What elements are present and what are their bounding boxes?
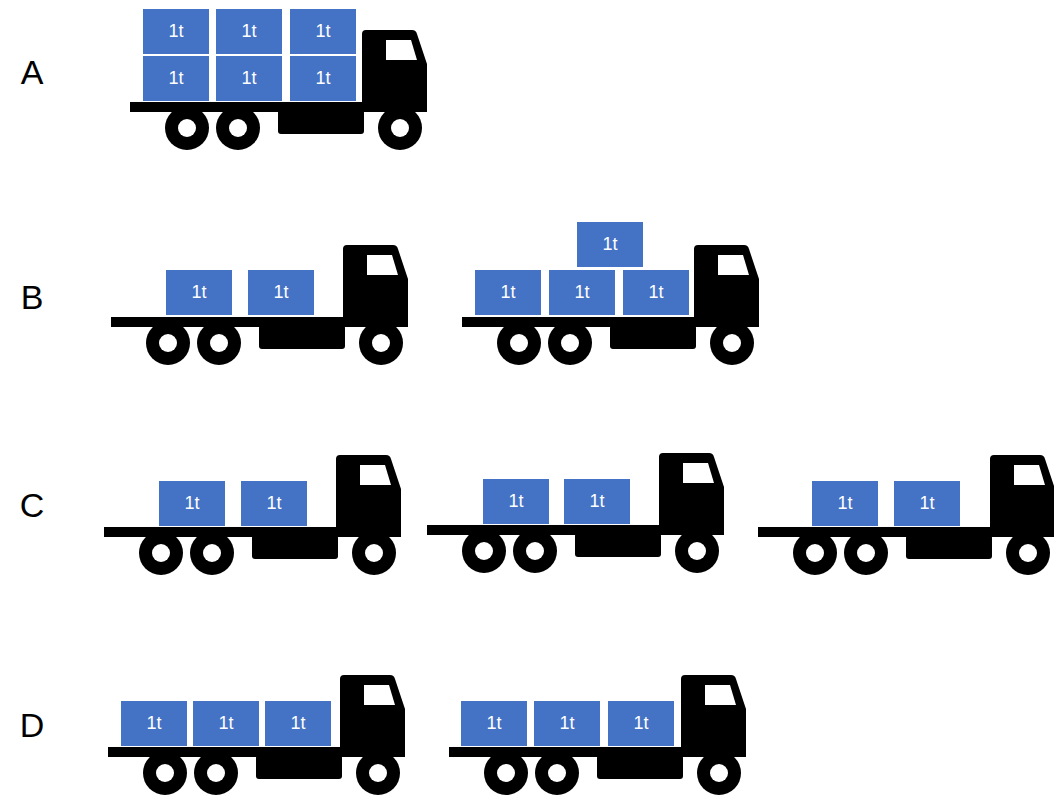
weight-box: 1t (289, 8, 357, 55)
weight-text: 1t (919, 493, 934, 514)
weight-text: 1t (266, 493, 281, 514)
weight-text: 1t (168, 21, 183, 42)
weight-text: 1t (559, 713, 574, 734)
weight-text: 1t (633, 713, 648, 734)
weight-box: 1t (142, 8, 210, 55)
weight-box: 1t (576, 221, 644, 268)
weight-box: 1t (811, 480, 879, 527)
weight-box: 1t (165, 269, 233, 316)
weight-box: 1t (215, 55, 283, 102)
weight-text: 1t (290, 713, 305, 734)
weight-text: 1t (486, 713, 501, 734)
weight-text: 1t (146, 713, 161, 734)
weight-box: 1t (607, 700, 675, 747)
truck (449, 675, 746, 795)
weight-text: 1t (168, 68, 183, 89)
truck (108, 675, 405, 795)
weight-box: 1t (622, 269, 690, 316)
truck (104, 455, 401, 575)
weight-box: 1t (192, 700, 260, 747)
weight-box: 1t (474, 269, 542, 316)
weight-text: 1t (574, 282, 589, 303)
weight-text: 1t (315, 68, 330, 89)
weight-box: 1t (158, 480, 226, 527)
weight-text: 1t (315, 21, 330, 42)
weight-box: 1t (548, 269, 616, 316)
row-letter: D (20, 706, 45, 745)
weight-box: 1t (460, 700, 528, 747)
weight-text: 1t (508, 491, 523, 512)
weight-box: 1t (142, 55, 210, 102)
weight-box: 1t (482, 478, 550, 525)
weight-box: 1t (289, 55, 357, 102)
weight-text: 1t (241, 21, 256, 42)
weight-text: 1t (241, 68, 256, 89)
weight-box: 1t (893, 480, 961, 527)
weight-box: 1t (120, 700, 188, 747)
weight-text: 1t (218, 713, 233, 734)
weight-text: 1t (589, 491, 604, 512)
weight-text: 1t (500, 282, 515, 303)
truck (758, 455, 1054, 575)
weight-text: 1t (602, 234, 617, 255)
weight-text: 1t (273, 282, 288, 303)
row-letter: C (20, 486, 45, 525)
weight-text: 1t (648, 282, 663, 303)
weight-text: 1t (191, 282, 206, 303)
truck (427, 453, 724, 573)
weight-box: 1t (240, 480, 308, 527)
row-letter: A (21, 53, 44, 92)
weight-text: 1t (184, 493, 199, 514)
truck (111, 245, 408, 365)
weight-text: 1t (837, 493, 852, 514)
weight-box: 1t (533, 700, 601, 747)
row-letter: B (21, 278, 44, 317)
weight-box: 1t (563, 478, 631, 525)
weight-box: 1t (264, 700, 332, 747)
weight-box: 1t (215, 8, 283, 55)
weight-box: 1t (247, 269, 315, 316)
